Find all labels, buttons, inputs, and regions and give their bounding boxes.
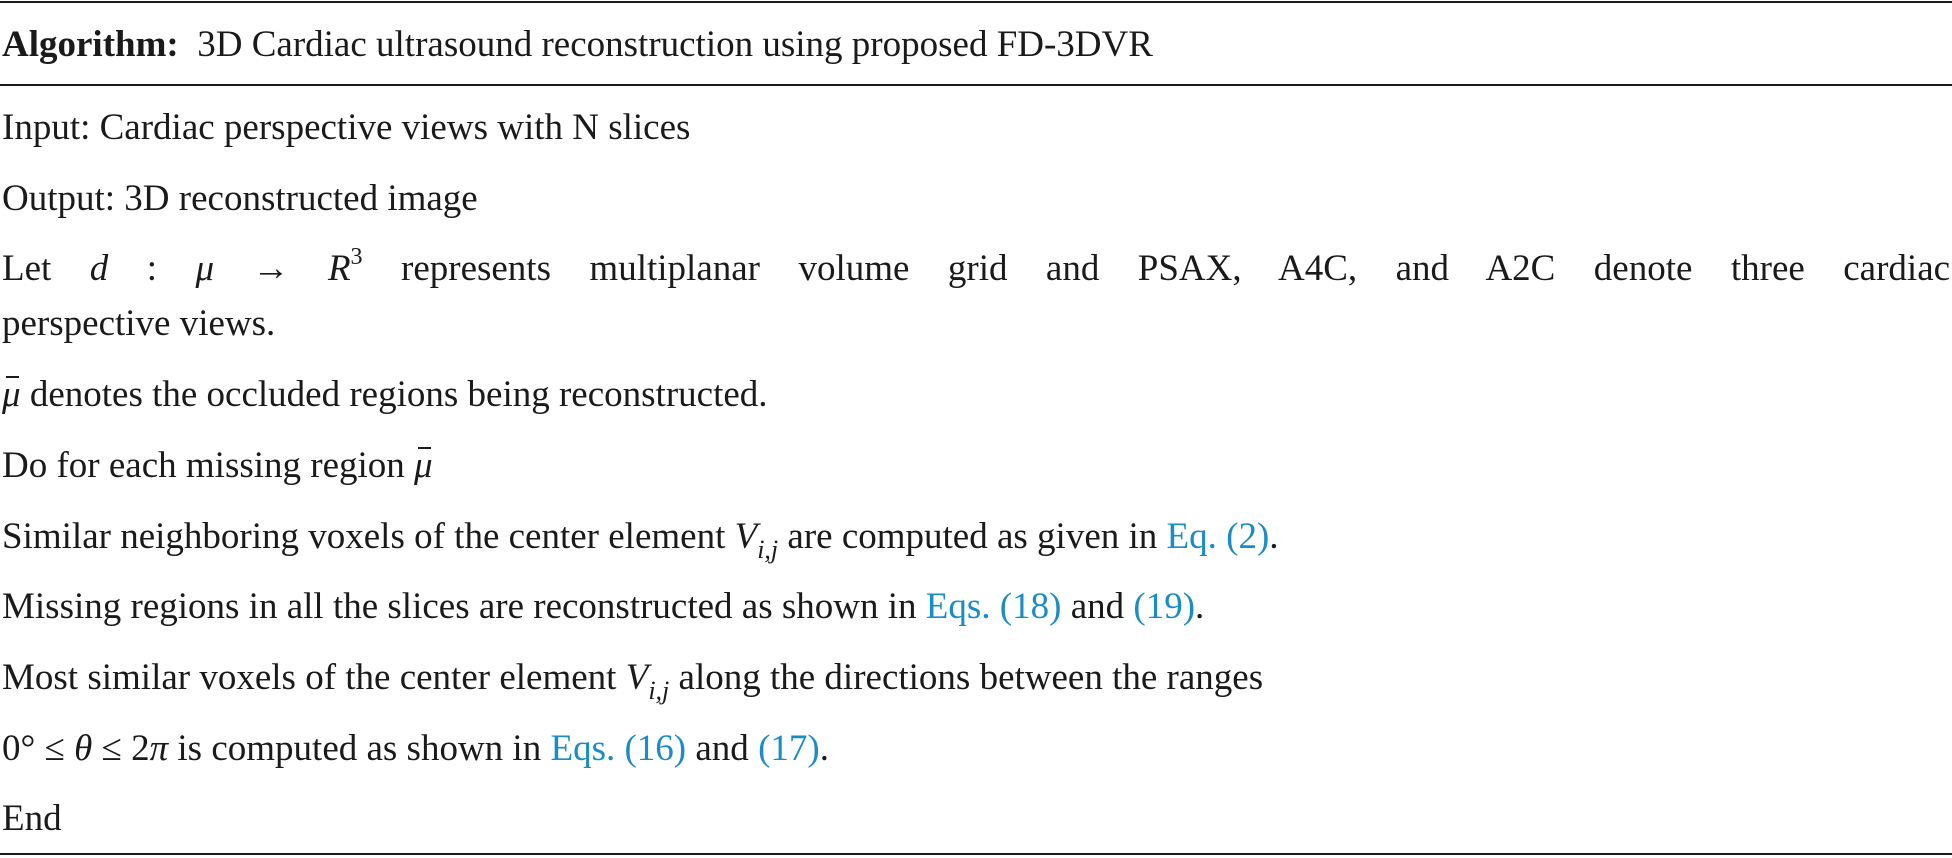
let-line-continued: perspective views. bbox=[2, 303, 276, 344]
algorithm-header: Algorithm: 3D Cardiac ultrasound reconst… bbox=[2, 20, 1153, 70]
let-prefix: Let bbox=[2, 248, 52, 289]
let-rest: represents multiplanar volume grid and P… bbox=[401, 248, 1951, 289]
eq-2-link[interactable]: Eq. (2) bbox=[1166, 516, 1270, 557]
eq-19-link[interactable]: (19) bbox=[1133, 586, 1196, 627]
top-rule bbox=[0, 1, 1952, 3]
eqs-18-link[interactable]: Eqs. (18) bbox=[925, 586, 1062, 627]
algorithm-label: Algorithm: bbox=[2, 24, 179, 65]
let-line: Let d : μ → R3 represents multiplanar vo… bbox=[2, 244, 1950, 298]
missing-and: and bbox=[1070, 586, 1125, 627]
do-text: Do for each missing region bbox=[2, 445, 405, 486]
range-math: 0° ≤ θ ≤ 2π bbox=[2, 728, 169, 769]
missing-text: Missing regions in all the slices are re… bbox=[2, 586, 917, 627]
most-math: Vi,j bbox=[625, 657, 670, 705]
mubar-text: denotes the occluded regions being recon… bbox=[29, 374, 768, 415]
algorithm-title: 3D Cardiac ultrasound reconstruction usi… bbox=[197, 24, 1153, 65]
mubar-line: μ denotes the occluded regions being rec… bbox=[2, 370, 768, 420]
range-and: and bbox=[695, 728, 749, 769]
range-text: is computed as shown in bbox=[177, 728, 542, 769]
most-text: Most similar voxels of the center elemen… bbox=[2, 657, 617, 698]
similar-math: Vi,j bbox=[734, 516, 779, 564]
missing-line: Missing regions in all the slices are re… bbox=[2, 586, 1205, 627]
input-line: Input: Cardiac perspective views with N … bbox=[2, 107, 691, 148]
most-line: Most similar voxels of the center elemen… bbox=[2, 653, 1263, 706]
do-symbol: μ bbox=[414, 441, 433, 491]
range-line: 0° ≤ θ ≤ 2π is computed as shown in Eqs.… bbox=[2, 728, 829, 769]
output-line: Output: 3D reconstructed image bbox=[2, 178, 478, 219]
let-math: d : μ → R3 bbox=[89, 244, 363, 289]
mubar-symbol: μ bbox=[2, 370, 21, 420]
do-line: Do for each missing region μ bbox=[2, 441, 433, 491]
similar-mid: are computed as given in bbox=[787, 516, 1158, 557]
bottom-rule bbox=[0, 853, 1952, 855]
similar-text: Similar neighboring voxels of the center… bbox=[2, 516, 726, 557]
most-rest: along the directions between the ranges bbox=[678, 657, 1264, 698]
eqs-16-link[interactable]: Eqs. (16) bbox=[550, 728, 687, 769]
end-line: End bbox=[2, 798, 62, 839]
similar-line: Similar neighboring voxels of the center… bbox=[2, 516, 1279, 564]
eq-17-link[interactable]: (17) bbox=[758, 728, 820, 769]
header-rule bbox=[0, 84, 1952, 86]
